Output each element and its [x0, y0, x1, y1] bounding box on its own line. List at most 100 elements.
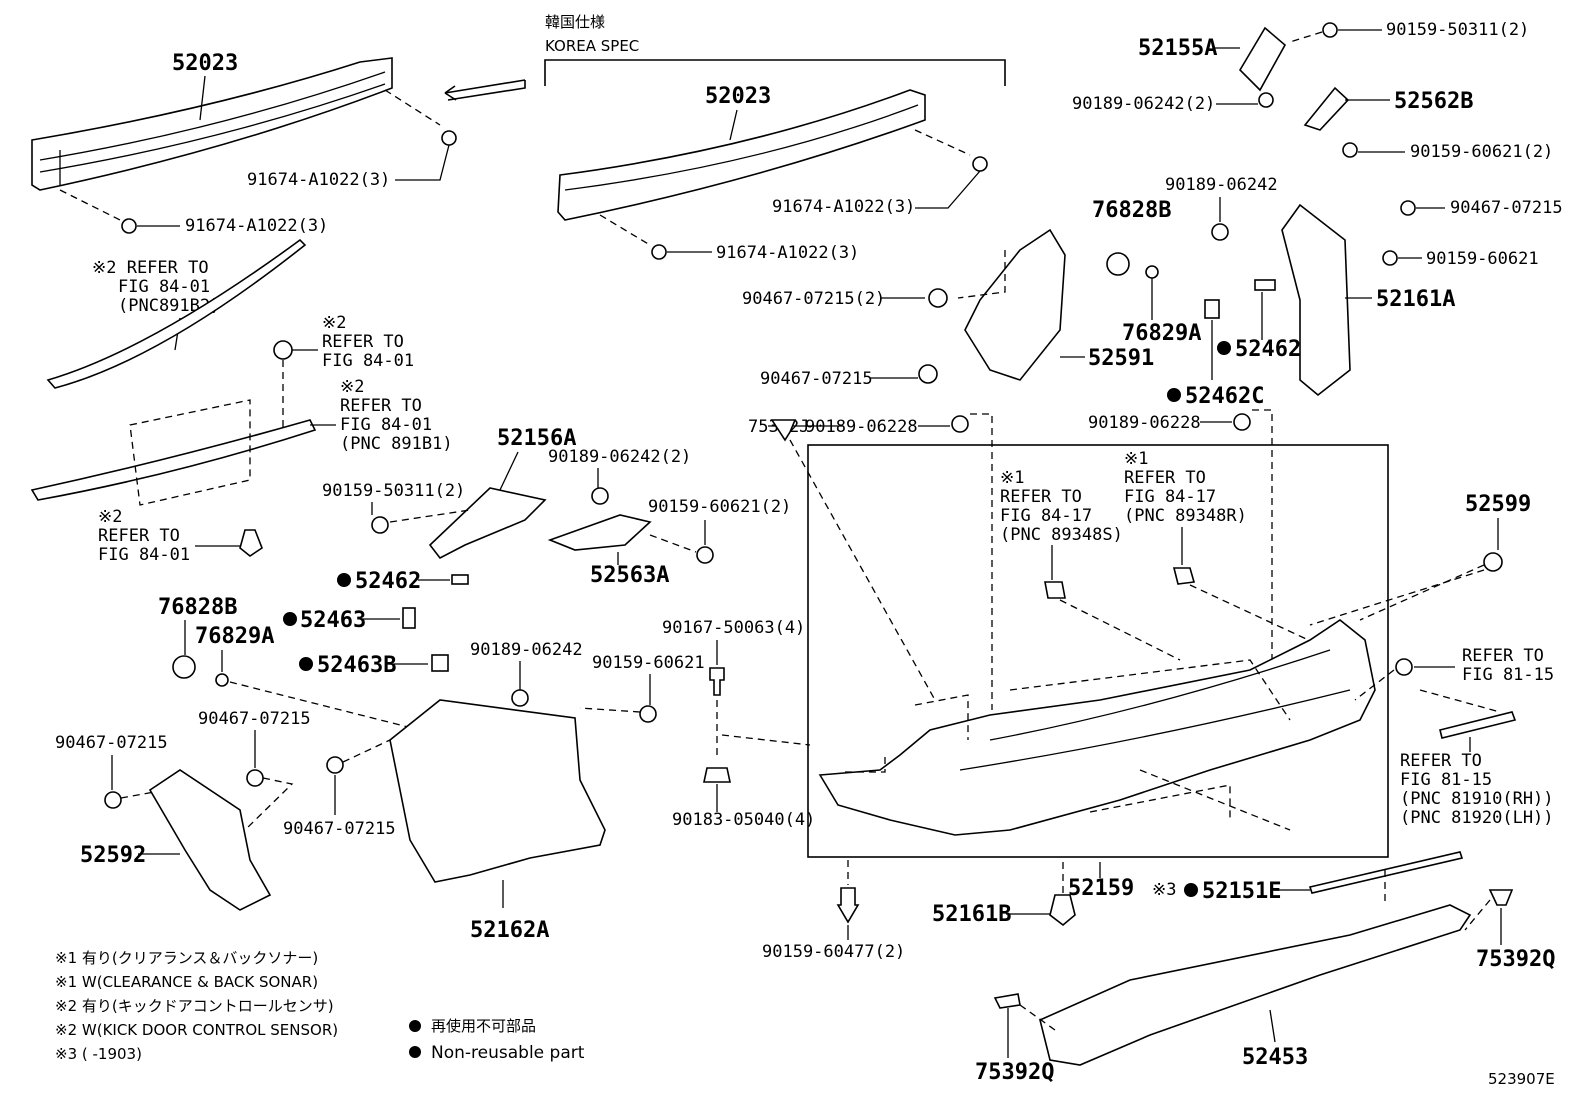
bracket-52156A — [428, 487, 547, 560]
non-reusable-mark — [1167, 388, 1181, 402]
bolt-icon — [651, 244, 667, 260]
bolt-icon — [441, 130, 457, 146]
label-90159-60621-2-mid: 90159-60621(2) — [648, 497, 791, 517]
bracket-52592 — [148, 769, 272, 911]
bolt-icon — [371, 516, 389, 534]
ref-8-line3: (PNC 81910(RH)) — [1400, 789, 1554, 809]
bracket-52161A — [1281, 203, 1351, 397]
leader-52023-right — [729, 109, 738, 141]
screw-icon — [836, 887, 860, 924]
label-76828B-left: 76828B — [158, 595, 237, 620]
bumper-cover-52159 — [818, 619, 1376, 836]
label-76829A-left: 76829A — [195, 624, 274, 649]
legend-note-1-en: ※1 W(CLEARANCE & BACK SONAR) — [55, 973, 318, 991]
clip-icon — [273, 340, 293, 360]
label-90159-60477: 90159-60477(2) — [762, 942, 905, 962]
clip-icon — [591, 487, 609, 505]
bracket-52591 — [964, 228, 1066, 381]
sensor-icon — [1044, 581, 1066, 599]
label-52023-right: 52023 — [705, 84, 771, 109]
clip-icon — [1483, 552, 1503, 572]
cap-icon — [1106, 252, 1130, 276]
ref-2-line2: REFER TO — [322, 332, 404, 352]
ref-7-line1: REFER TO — [1462, 646, 1544, 666]
ref-5-line1: ※1 — [1000, 468, 1024, 488]
label-90167-50063: 90167-50063(4) — [662, 618, 805, 638]
clip-icon — [239, 529, 263, 557]
reinforcement-left — [31, 57, 393, 191]
sensor-891B1 — [30, 419, 317, 501]
label-52156A: 52156A — [497, 426, 576, 451]
ref-1-line2: FIG 84-01 — [118, 277, 210, 297]
label-52463: 52463 — [300, 608, 366, 633]
label-76828B-top: 76828B — [1092, 198, 1171, 223]
sensor-icon — [1172, 567, 1196, 585]
ref-3-line3: FIG 84-01 — [340, 415, 432, 435]
korea-arrow-body — [447, 80, 526, 101]
bumper-box — [807, 444, 1389, 858]
clip-icon — [918, 364, 938, 384]
label-52592: 52592 — [80, 843, 146, 868]
label-91674-left-a: 91674-A1022(3) — [247, 170, 390, 190]
figure-id: 523907E — [1488, 1070, 1555, 1088]
garnish-52453 — [1039, 904, 1472, 1066]
label-90467-07215-top: 90467-07215 — [1450, 198, 1563, 218]
ref-2-line1: ※2 — [322, 313, 346, 333]
label-90159-60621-mid: 90159-60621 — [1426, 249, 1539, 269]
ref-4-line1: ※2 — [98, 507, 122, 527]
ref-3-line1: ※2 — [340, 377, 364, 397]
bolt-icon — [121, 218, 137, 234]
cap-icon — [172, 655, 196, 679]
label-52159: 52159 — [1068, 876, 1134, 901]
label-52023-left: 52023 — [172, 51, 238, 76]
leader-52023-left — [199, 75, 206, 121]
molding-52151E — [1308, 851, 1464, 894]
pad-icon — [431, 654, 449, 672]
clip-icon — [511, 689, 529, 707]
label-52162A: 52162A — [470, 918, 549, 943]
clip-icon — [993, 993, 1021, 1009]
ref-8-line4: (PNC 81920(LH)) — [1400, 808, 1554, 828]
label-90189-06242-mid: 90189-06242 — [1165, 175, 1278, 195]
non-reusable-mark — [409, 1046, 421, 1058]
ref-3-line2: REFER TO — [340, 396, 422, 416]
clip-icon — [951, 415, 969, 433]
reflector-81910 — [1439, 711, 1517, 739]
label-52462C: 52462C — [1185, 384, 1264, 409]
mark-3: ※3 — [1152, 880, 1176, 900]
clip-icon — [1233, 413, 1251, 431]
non-reusable-mark — [409, 1020, 421, 1032]
label-90183-05040: 90183-05040(4) — [672, 810, 815, 830]
non-reusable-mark — [1217, 341, 1231, 355]
label-52462-left: 52462 — [355, 569, 421, 594]
label-52562B: 52562B — [1394, 89, 1473, 114]
ref-4-line3: FIG 84-01 — [98, 545, 190, 565]
label-52161B: 52161B — [932, 902, 1011, 927]
pad-icon — [1254, 279, 1276, 291]
pad-icon — [451, 574, 469, 585]
ref-2-line3: FIG 84-01 — [322, 351, 414, 371]
cap-icon — [1145, 265, 1159, 279]
label-90189-06242-2-top: 90189-06242(2) — [1072, 94, 1215, 114]
ref-1-line1: ※2 REFER TO — [92, 258, 209, 278]
screw-icon — [709, 667, 725, 696]
label-90159-50311-mid: 90159-50311(2) — [322, 481, 465, 501]
label-52161A: 52161A — [1376, 287, 1455, 312]
label-91674-right-b: 91674-A1022(3) — [716, 243, 859, 263]
bracket-52562B — [1303, 86, 1350, 131]
clip-icon — [1211, 223, 1229, 241]
label-52591: 52591 — [1088, 346, 1154, 371]
ref-7-line2: FIG 81-15 — [1462, 665, 1554, 685]
legend-note-2-en: ※2 W(KICK DOOR CONTROL SENSOR) — [55, 1021, 338, 1039]
bolt-icon — [639, 705, 657, 723]
ref-4-line2: REFER TO — [98, 526, 180, 546]
non-reusable-mark — [337, 573, 351, 587]
nut-icon — [703, 767, 731, 783]
ref-6-line4: (PNC 89348R) — [1124, 506, 1247, 526]
label-52462-right: 52462 — [1235, 337, 1301, 362]
legend-note-1-jp: ※1 有り(クリアランス＆バックソナー) — [55, 949, 318, 967]
non-reusable-mark — [299, 657, 313, 671]
legend-nonreusable-en: Non-reusable part — [431, 1043, 585, 1063]
pad-icon — [402, 607, 416, 629]
label-52599: 52599 — [1465, 492, 1531, 517]
